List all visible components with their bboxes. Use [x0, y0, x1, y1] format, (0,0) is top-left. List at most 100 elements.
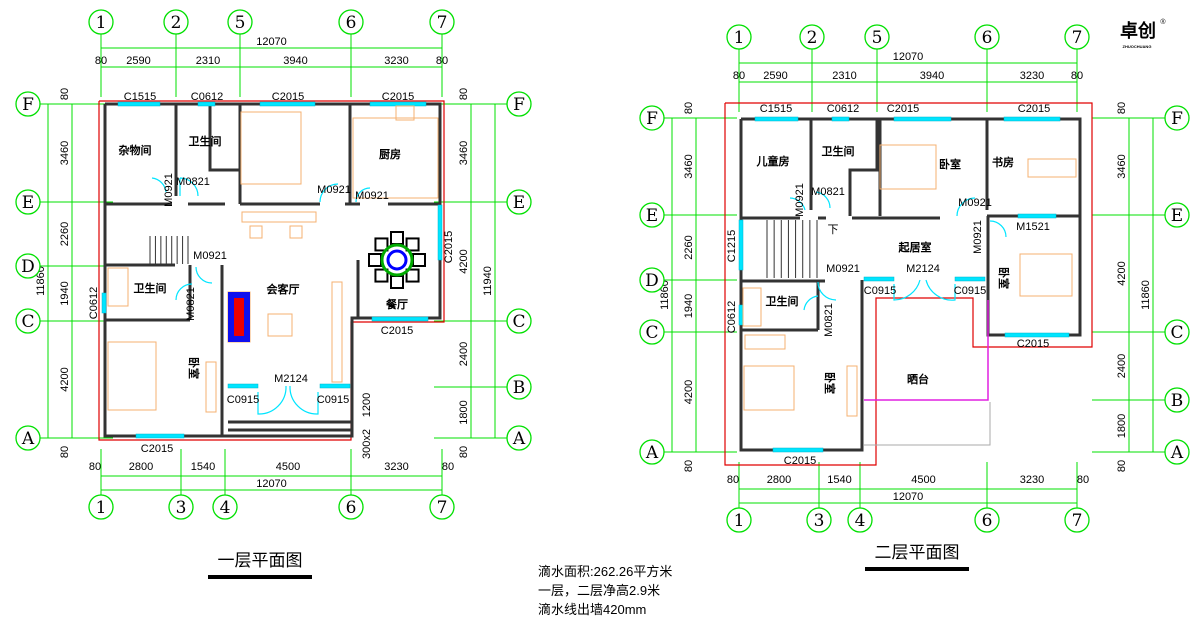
dim-right-total: 11940 [482, 266, 494, 296]
sofa [241, 211, 317, 223]
axis-bottom-2: 4 [212, 494, 238, 520]
axis-right-1: E [1164, 202, 1190, 228]
room-label: 卫生间 [822, 144, 855, 158]
axis-bubble-circle [88, 9, 114, 35]
dim-top-part: 80 [95, 55, 107, 67]
wall [741, 117, 1082, 337]
room-label: 儿童房 [756, 154, 790, 168]
wardrobe [205, 361, 217, 413]
room-label: 卫生间 [189, 134, 222, 148]
bed [107, 341, 157, 411]
room-label: 卫生间 [766, 294, 799, 308]
dim-bottom-part: 3230 [1020, 474, 1044, 486]
desk [1027, 158, 1077, 178]
opening-label: M0921 [317, 184, 351, 196]
window [863, 276, 895, 282]
axis-bubble-label: 6 [982, 28, 993, 48]
room-label: 杂物间 [119, 143, 152, 157]
note-line-1: 一层，二层净高2.9米 [538, 583, 660, 598]
axis-left-4: A [639, 439, 665, 465]
wall [103, 102, 442, 438]
axis-bubble-label: E [513, 193, 525, 213]
dim-left-part: 80 [683, 460, 695, 472]
axis-bottom-2: 4 [847, 507, 873, 533]
bed [879, 144, 937, 190]
dim-top-part: 2590 [126, 55, 150, 67]
axis-left-3: C [639, 319, 665, 345]
logo-registered-mark: ® [1160, 18, 1166, 26]
axis-bubble-label: D [645, 271, 659, 291]
axis-bubble-label: 1 [734, 28, 745, 48]
opening-label: M0921 [794, 183, 806, 217]
axis-bubble-circle [429, 494, 455, 520]
axis-bubble-label: F [22, 95, 34, 115]
bed [743, 365, 795, 411]
axis-top-4: 7 [429, 9, 455, 35]
dim-left-part: 3460 [59, 141, 71, 165]
axis-right-4: A [506, 425, 532, 451]
axis-bubble-circle [429, 9, 455, 35]
axis-right-0: F [1164, 105, 1190, 131]
dim-top-part: 80 [436, 55, 448, 67]
axis-bottom-3: 6 [974, 507, 1000, 533]
opening-label: M0921 [972, 220, 984, 254]
axis-bubble-label: 6 [346, 498, 357, 518]
door-swing [195, 266, 213, 284]
opening-label: 300x2 [361, 429, 373, 459]
room-label: 起居室 [898, 240, 932, 254]
window [1004, 332, 1070, 338]
opening-label: C2015 [272, 91, 304, 103]
axis-top-1: 2 [799, 24, 825, 50]
dim-bottom-total: 12070 [893, 491, 924, 503]
dim-bottom-part: 80 [89, 461, 101, 473]
dim-top-part: 2590 [763, 70, 787, 82]
dim-top-part: 2310 [832, 70, 856, 82]
axis-bubble-label: A [512, 429, 526, 449]
dim-top-total: 12070 [893, 51, 924, 63]
axis-top-0: 1 [726, 24, 752, 50]
axis-bubble-label: A [645, 443, 659, 463]
axis-bubble-circle [338, 9, 364, 35]
opening-label: C0612 [827, 103, 859, 115]
dim-left-part: 2260 [683, 235, 695, 259]
window [754, 116, 799, 122]
axis-bubble-circle [639, 202, 665, 228]
dining-table [228, 231, 426, 342]
axis-bubble-label: 4 [220, 498, 231, 518]
dim-bottom-part: 80 [727, 474, 739, 486]
stool [249, 225, 263, 239]
opening-label: C1515 [760, 103, 792, 115]
opening-label: M2124 [906, 263, 940, 275]
opening-label: M0821 [811, 186, 845, 198]
axis-right-2: C [1164, 319, 1190, 345]
room-label: 卧室 [823, 372, 837, 394]
opening-label: M0921 [958, 197, 992, 209]
axis-bubble-circle [799, 24, 825, 50]
window [319, 383, 351, 389]
axis-bubble-circle [506, 189, 532, 215]
wall [848, 119, 879, 216]
axis-bubble-circle [974, 507, 1000, 533]
window [101, 292, 107, 314]
door-swing [815, 191, 831, 209]
axis-bubble-label: 7 [437, 498, 448, 518]
door-swing [257, 385, 287, 415]
dim-right-part: 3460 [458, 141, 470, 165]
axis-bubble-label: 6 [346, 13, 357, 33]
window [135, 433, 185, 439]
cabinet [331, 281, 343, 383]
axis-bubble-label: B [513, 378, 526, 398]
axis-bubble-circle [1164, 387, 1190, 413]
window [1003, 116, 1061, 122]
window [371, 316, 429, 322]
dim-bottom-part: 2800 [767, 474, 791, 486]
dim-bottom-part: 4500 [911, 474, 935, 486]
axis-right-3: B [1164, 387, 1190, 413]
opening-label: C0612 [191, 91, 223, 103]
dim-top-part: 2310 [196, 55, 220, 67]
axis-bubble-label: 2 [171, 13, 182, 33]
axis-bubble-label: 7 [1072, 511, 1083, 531]
axis-top-1: 2 [163, 9, 189, 35]
dim-top-part: 3230 [1020, 70, 1044, 82]
